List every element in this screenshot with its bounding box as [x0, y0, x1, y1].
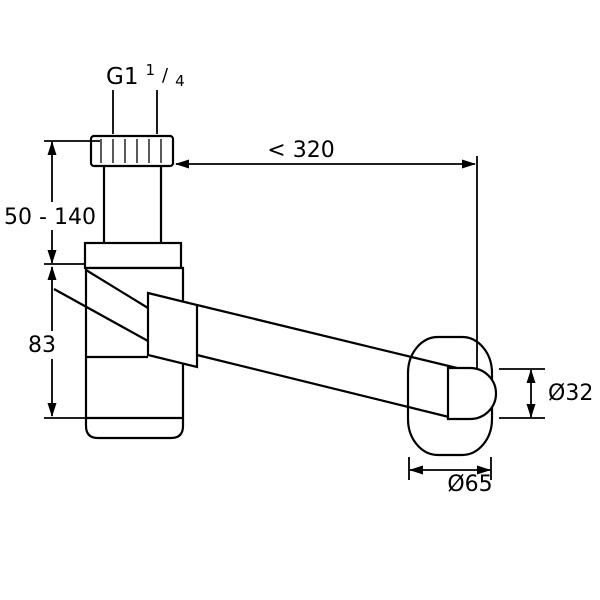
dim-body-height-label: 83	[28, 333, 56, 358]
dim-pipe-diameter: Ø32	[499, 368, 593, 419]
dim-wall-distance-label: < 320	[267, 138, 334, 163]
thread-label-base: G1	[106, 64, 138, 90]
thread-label-slash: /	[162, 65, 169, 86]
sliding-collar	[83, 241, 183, 270]
arrowhead-down	[47, 403, 57, 417]
dim-flange-diameter: Ø65	[408, 457, 493, 497]
outlet-pipe-bottom	[196, 353, 458, 421]
dim-inlet-height-label: 50 - 140	[4, 205, 96, 230]
coupling-nut	[89, 134, 175, 168]
thread-label-numerator: 1	[145, 61, 155, 79]
dim-flange-diameter-label: Ø65	[447, 472, 492, 497]
wall-connection	[196, 303, 498, 457]
arrowhead-left	[175, 159, 189, 169]
dim-wall-distance: < 320	[175, 138, 478, 370]
arrowhead-right	[462, 159, 476, 169]
arrowhead-right	[477, 465, 491, 475]
arrowhead-down	[526, 404, 536, 418]
thread-size: G1 1 / 4	[106, 56, 185, 134]
knurling-lines	[100, 139, 162, 163]
dim-inlet-height: 50 - 140	[4, 140, 100, 265]
thread-label-denominator: 4	[175, 72, 185, 90]
siphon-assembly	[53, 134, 199, 440]
inlet-pipe	[102, 158, 163, 247]
arrowhead-down	[47, 250, 57, 264]
outlet-nut	[146, 291, 199, 369]
cone-edge-lower	[53, 288, 149, 342]
arrowhead-left	[409, 465, 423, 475]
arrowhead-up	[47, 266, 57, 280]
thread-size-label: G1 1 / 4	[106, 56, 185, 90]
dim-pipe-diameter-label: Ø32	[548, 381, 593, 406]
outlet-pipe-top	[196, 303, 458, 370]
arrowhead-up	[526, 369, 536, 383]
cone-edge-upper	[85, 269, 149, 309]
pipe-end-cap	[446, 366, 498, 421]
arrowhead-up	[47, 141, 57, 155]
dim-body-height: 83	[28, 266, 86, 419]
